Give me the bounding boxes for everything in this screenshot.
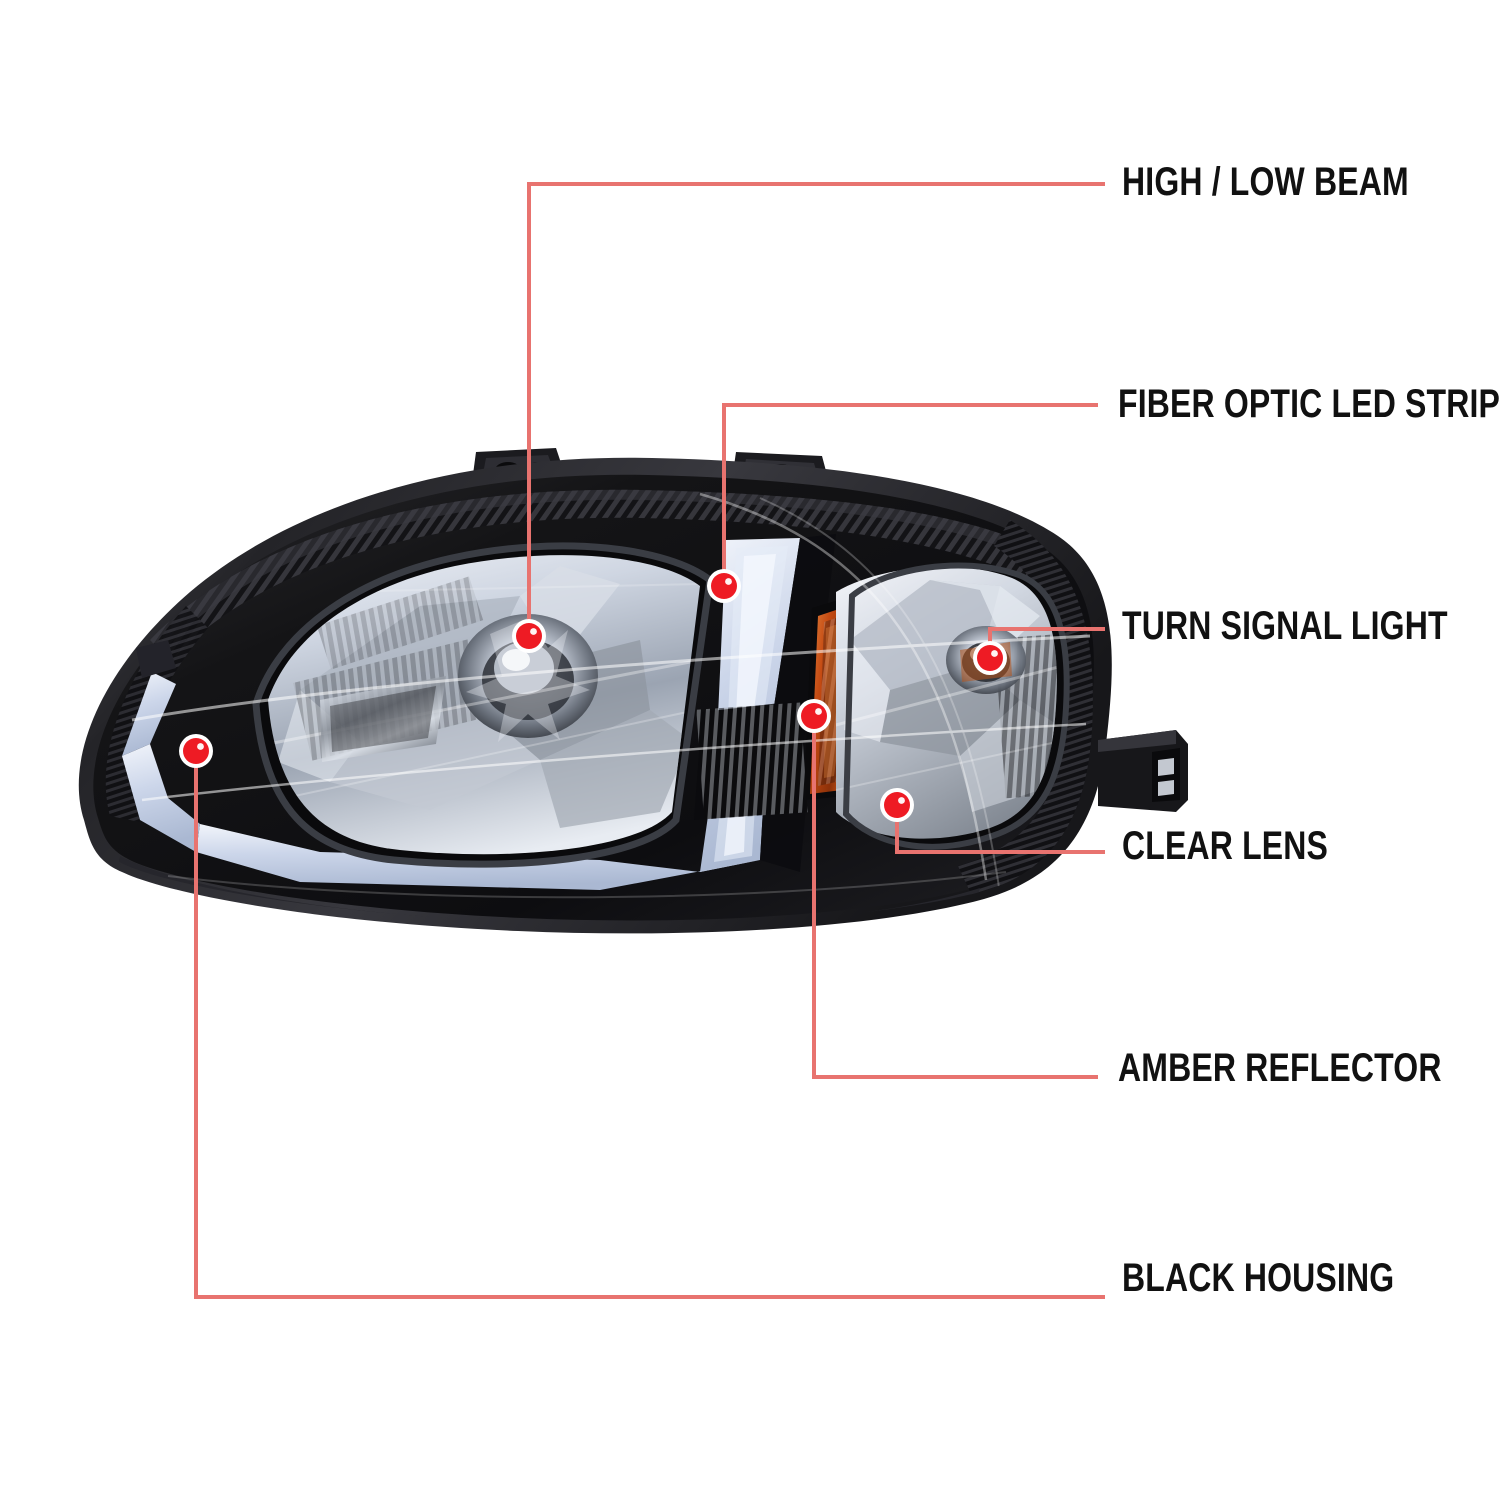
left-alignment-tab [136,640,176,678]
callout-label-black-housing: BLACK HOUSING [1122,1256,1395,1300]
callout-label-turn-signal-light: TURN SIGNAL LIGHT [1122,604,1448,648]
leader-fiber-optic-led-strip [722,403,1098,586]
housing-top-highlight [150,489,1050,650]
callout-dots [179,569,1007,822]
callout-dot-amber-reflector[interactable] [797,699,831,733]
electrical-connector [1098,730,1188,812]
leader-amber-reflector [812,716,1098,1079]
glass-reflection-arcs [131,492,1091,899]
callout-label-fiber-optic-led-strip: FIBER OPTIC LED STRIP [1118,382,1500,426]
callout-dot-high-low-beam[interactable] [512,619,546,653]
callout-label-amber-reflector: AMBER REFLECTOR [1118,1046,1442,1090]
callout-dot-black-housing[interactable] [179,734,213,768]
housing-top-trim [150,489,1050,662]
leader-high-low-beam [527,182,1105,636]
callout-dot-fiber-optic-led-strip[interactable] [707,569,741,603]
callout-dot-clear-lens[interactable] [880,788,914,822]
high-low-beam-assembly [252,542,714,868]
leader-black-housing [194,751,1105,1299]
callout-label-high-low-beam: HIGH / LOW BEAM [1122,160,1409,204]
callout-dot-turn-signal-light[interactable] [973,641,1007,675]
louver-vent [694,700,808,820]
headlight-body [78,448,1188,934]
callout-label-clear-lens: CLEAR LENS [1122,824,1329,868]
